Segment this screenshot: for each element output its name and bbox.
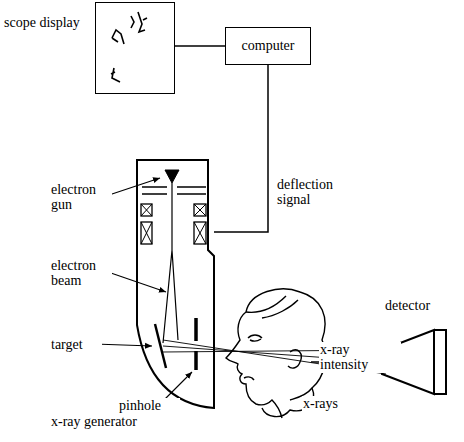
x-ray-generator-housing: x-ray generator bbox=[135, 158, 214, 410]
pinhole-plate bbox=[194, 318, 198, 370]
node-label: detector bbox=[384, 298, 431, 313]
scope-traces bbox=[111, 12, 147, 82]
part-label: pinhole bbox=[118, 398, 180, 413]
signal-label: deflection signal bbox=[276, 177, 358, 208]
x-ray-generator-housing-outline bbox=[135, 158, 214, 410]
node-label: scope display bbox=[3, 15, 91, 30]
part-label: electron gun bbox=[50, 182, 112, 213]
node-label: x-ray generator bbox=[50, 414, 138, 429]
scope-display: scope display bbox=[95, 2, 175, 94]
signal-label: x-ray intensity bbox=[319, 342, 401, 373]
part-label: target bbox=[50, 337, 102, 352]
node-label: computer bbox=[242, 38, 295, 53]
electron-beam bbox=[163, 183, 178, 343]
computer-box: computer bbox=[225, 27, 311, 65]
part-label: x-rays bbox=[302, 396, 354, 411]
signal-wire bbox=[175, 45, 225, 47]
part-label: electron beam bbox=[50, 258, 112, 289]
signal-wire bbox=[214, 65, 268, 232]
